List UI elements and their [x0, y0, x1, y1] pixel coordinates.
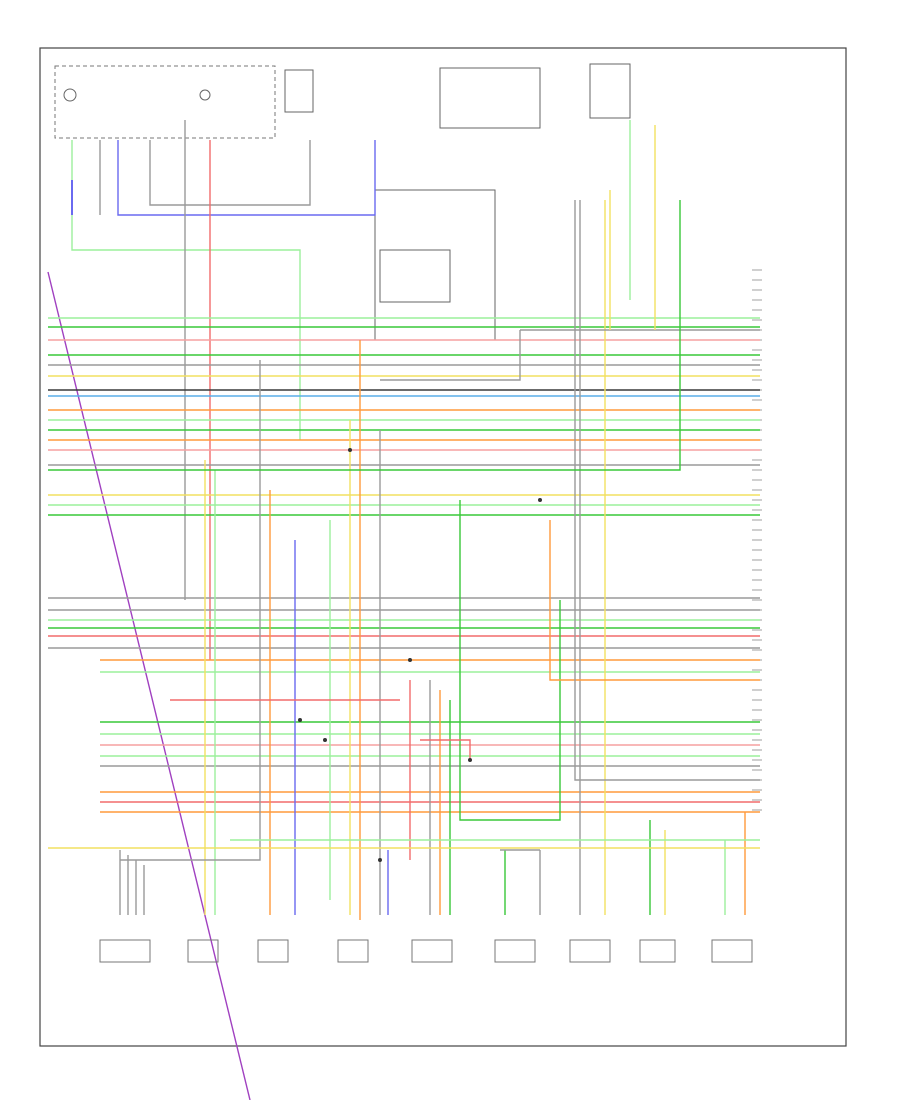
component-box-1 — [54, 65, 276, 139]
lamp-icon — [199, 89, 211, 101]
ecm-connector-pins — [752, 269, 762, 811]
wire-63 — [120, 360, 261, 861]
sensor-connector-6 — [569, 939, 611, 963]
wire-74 — [48, 200, 681, 471]
splice-dot — [323, 738, 327, 742]
wire-group — [47, 120, 760, 1101]
wire-0 — [71, 140, 301, 440]
meter-icon — [63, 88, 77, 102]
splice-dot — [378, 858, 382, 862]
bottom-connectors — [99, 939, 753, 963]
wire-3 — [149, 140, 311, 206]
splice-dot — [408, 658, 412, 662]
sensor-box-top-right — [589, 63, 631, 119]
sensor-connector-3 — [337, 939, 369, 963]
sensor-connector-4 — [411, 939, 453, 963]
sensor-connector-8 — [711, 939, 753, 963]
wire-71 — [574, 200, 760, 781]
center-relay-box — [379, 249, 451, 303]
wire-79 — [420, 739, 471, 760]
splice-dot — [538, 498, 542, 502]
diagram-border — [39, 47, 847, 1047]
relay-box — [284, 69, 314, 113]
wire-67 — [459, 500, 561, 821]
sensor-connector-5 — [494, 939, 536, 963]
sensor-connector-2 — [257, 939, 289, 963]
sensor-connector-1 — [187, 939, 219, 963]
splice-dot — [468, 758, 472, 762]
sensor-connector-0 — [99, 939, 151, 963]
splice-dot — [298, 718, 302, 722]
splice-dot — [348, 448, 352, 452]
wire-68 — [549, 520, 760, 681]
switch-box — [439, 67, 541, 129]
sensor-connector-7 — [639, 939, 676, 963]
wire-2 — [117, 140, 376, 216]
top-left-components — [54, 63, 631, 341]
wire-70 — [380, 330, 521, 381]
